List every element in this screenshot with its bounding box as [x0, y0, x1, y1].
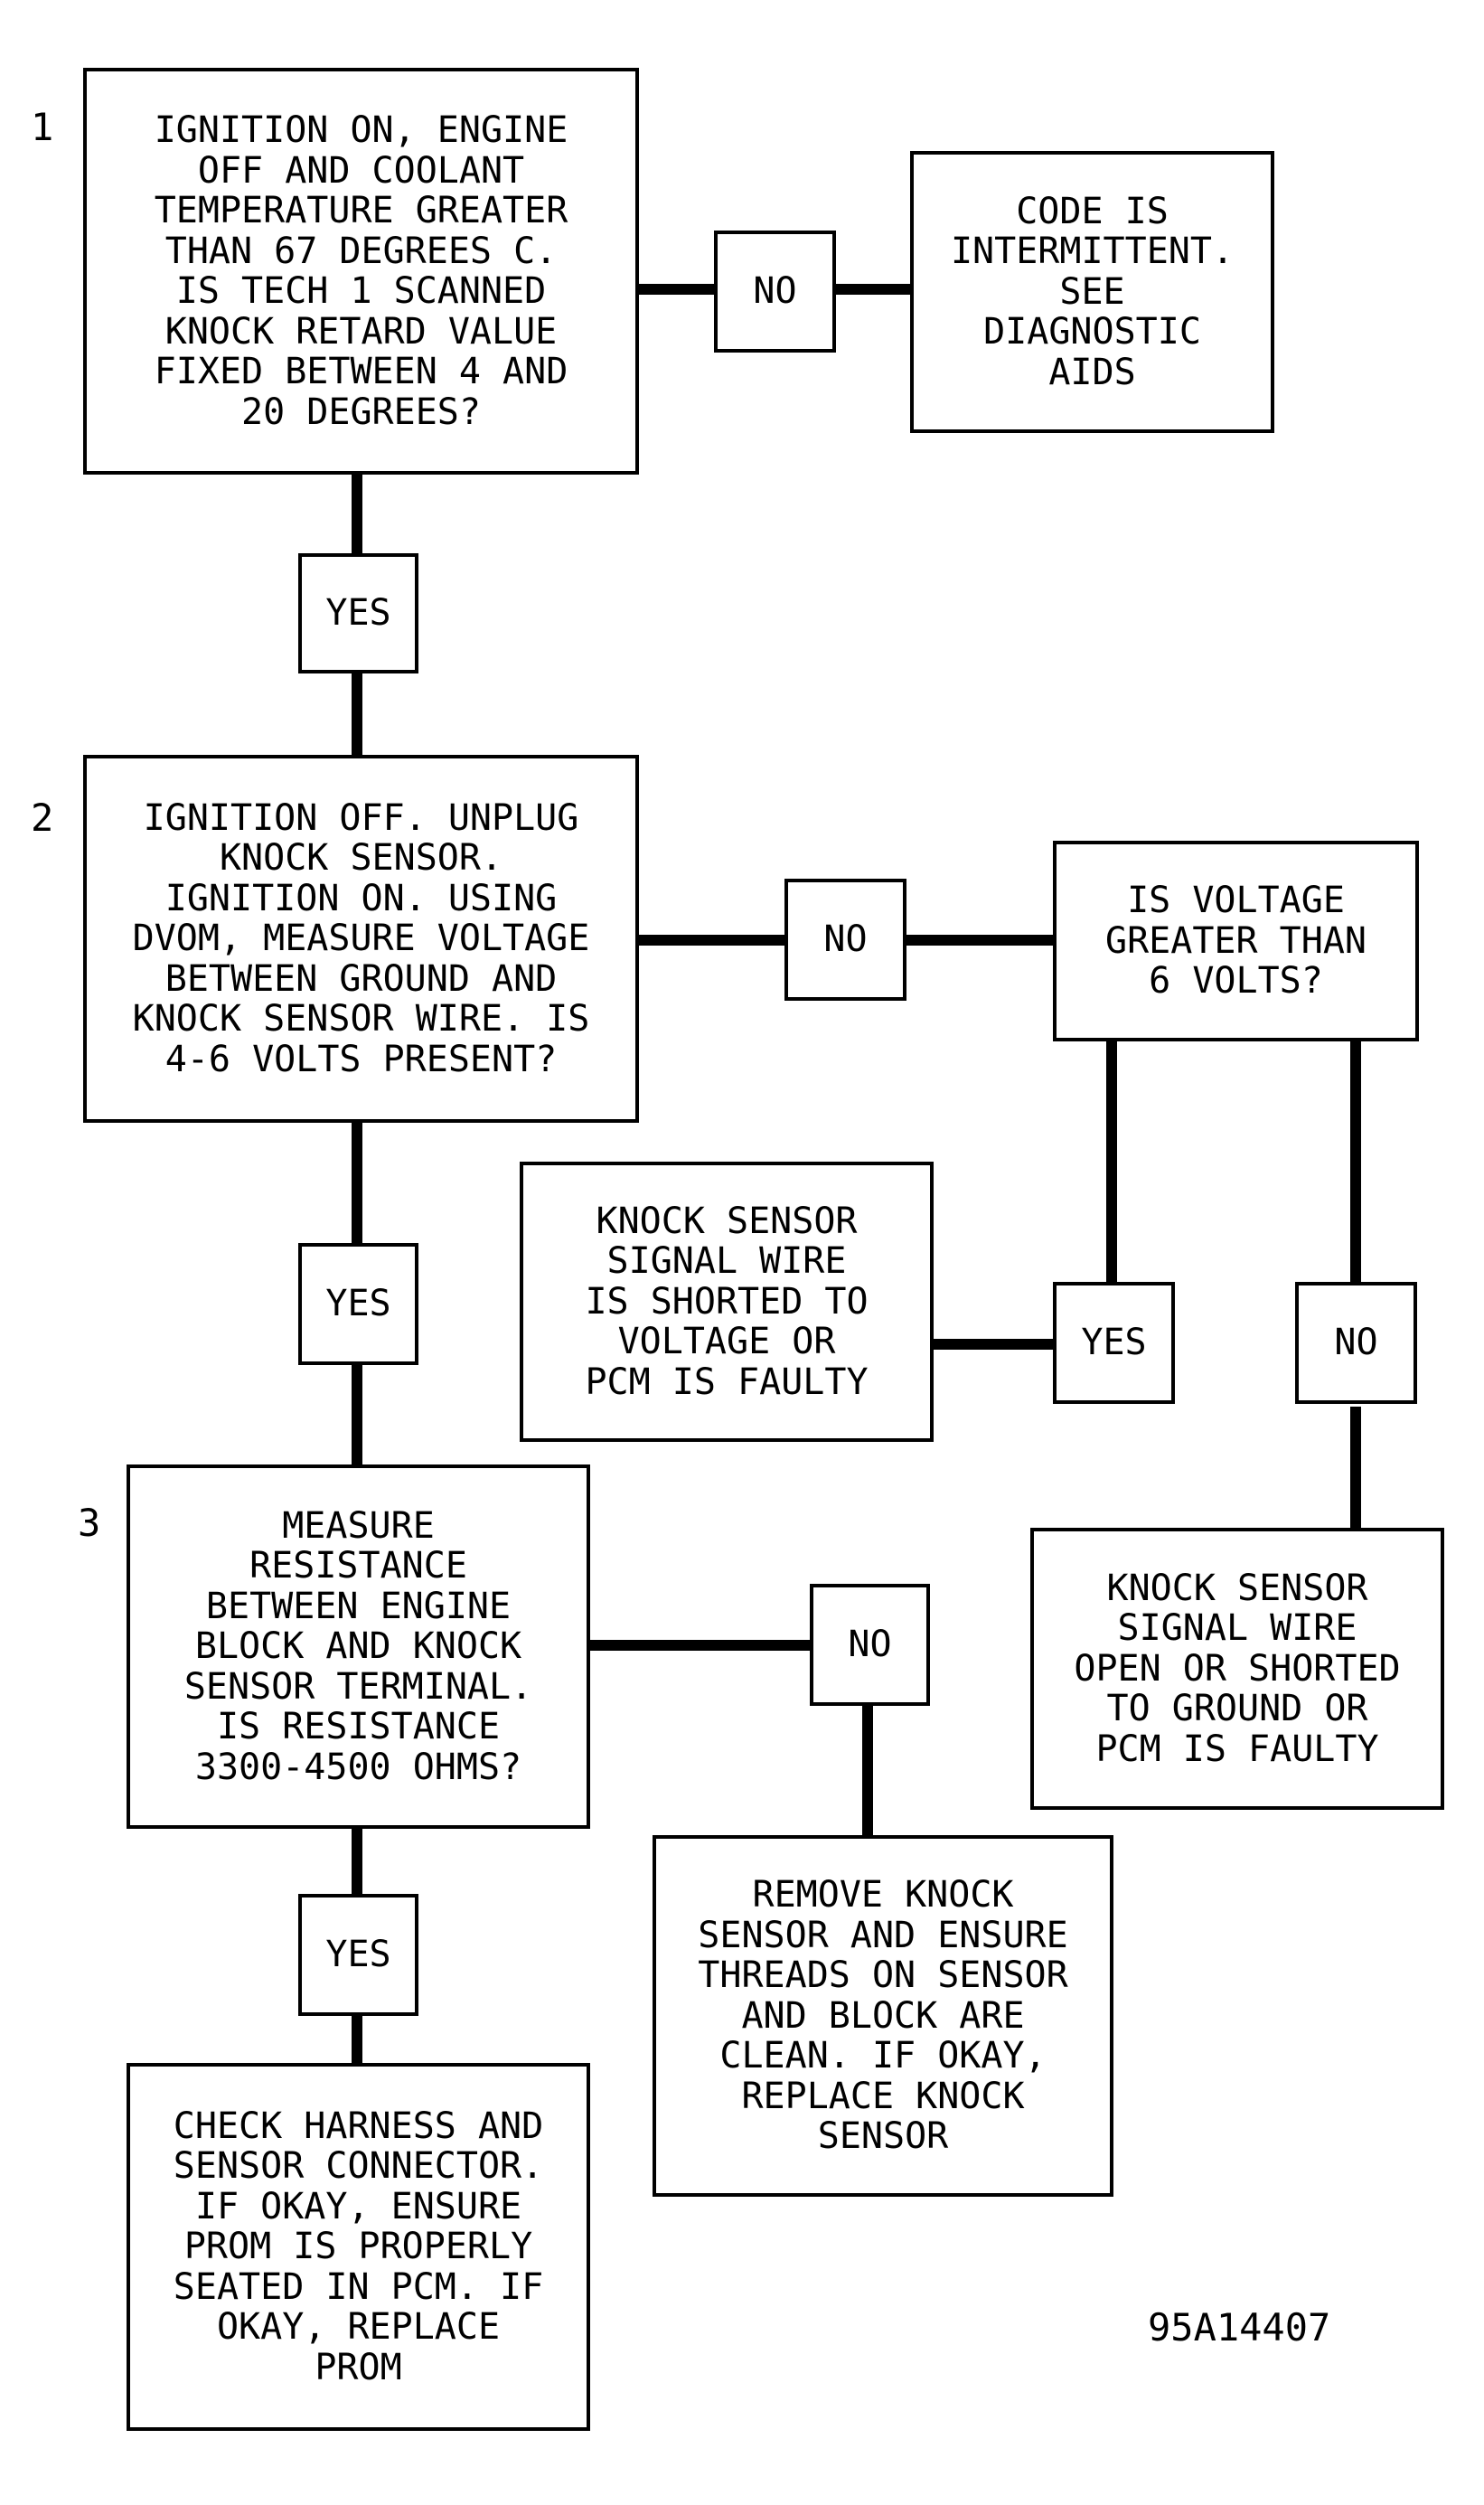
- no-label: NO: [823, 918, 868, 961]
- step-number-3: 3: [78, 1501, 101, 1545]
- no-label: NO: [848, 1624, 892, 1666]
- yes-label: YES: [325, 1283, 391, 1325]
- result-box-intermittent: CODE IS INTERMITTENT. SEE DIAGNOSTIC AID…: [910, 151, 1274, 433]
- decision-text: MEASURE RESISTANCE BETWEEN ENGINE BLOCK …: [183, 1504, 533, 1788]
- decision-box-measure-voltage: IGNITION OFF. UNPLUG KNOCK SENSOR. IGNIT…: [83, 755, 639, 1123]
- result-text: CHECK HARNESS AND SENSOR CONNECTOR. IF O…: [173, 2105, 544, 2388]
- yes-label-box: YES: [1053, 1282, 1175, 1404]
- yes-label: YES: [325, 1934, 391, 1976]
- result-box-shorted-to-voltage: KNOCK SENSOR SIGNAL WIRE IS SHORTED TO V…: [520, 1162, 934, 1442]
- yes-label-box: YES: [298, 553, 418, 673]
- result-text: KNOCK SENSOR SIGNAL WIRE OPEN OR SHORTED…: [1074, 1567, 1401, 1770]
- step-number-2: 2: [31, 796, 54, 840]
- result-text: REMOVE KNOCK SENSOR AND ENSURE THREADS O…: [698, 1874, 1068, 2158]
- figure-id: 95A14407: [1148, 2305, 1331, 2350]
- result-box-check-harness: CHECK HARNESS AND SENSOR CONNECTOR. IF O…: [127, 2063, 590, 2431]
- step-number-1: 1: [31, 105, 54, 149]
- result-box-open-or-shorted: KNOCK SENSOR SIGNAL WIRE OPEN OR SHORTED…: [1030, 1528, 1444, 1810]
- decision-box-coolant-knock-retard: IGNITION ON, ENGINE OFF AND COOLANT TEMP…: [83, 68, 639, 475]
- yes-label: YES: [325, 592, 391, 635]
- result-text: KNOCK SENSOR SIGNAL WIRE IS SHORTED TO V…: [585, 1200, 869, 1403]
- decision-box-voltage-greater: IS VOLTAGE GREATER THAN 6 VOLTS?: [1053, 841, 1419, 1041]
- decision-text: IGNITION OFF. UNPLUG KNOCK SENSOR. IGNIT…: [132, 796, 590, 1080]
- result-text: CODE IS INTERMITTENT. SEE DIAGNOSTIC AID…: [950, 190, 1235, 393]
- yes-label-box: YES: [298, 1243, 418, 1365]
- decision-text: IS VOLTAGE GREATER THAN 6 VOLTS?: [1105, 880, 1367, 1003]
- no-label-box: NO: [784, 879, 906, 1001]
- no-label-box: NO: [714, 231, 836, 353]
- result-box-remove-sensor: REMOVE KNOCK SENSOR AND ENSURE THREADS O…: [653, 1835, 1113, 2197]
- decision-text: IGNITION ON, ENGINE OFF AND COOLANT TEMP…: [154, 109, 568, 433]
- no-label-box: NO: [810, 1584, 930, 1706]
- yes-label-box: YES: [298, 1894, 418, 2016]
- decision-box-measure-resistance: MEASURE RESISTANCE BETWEEN ENGINE BLOCK …: [127, 1464, 590, 1829]
- no-label: NO: [1334, 1322, 1378, 1364]
- no-label: NO: [753, 270, 797, 313]
- no-label-box: NO: [1295, 1282, 1417, 1404]
- yes-label: YES: [1081, 1322, 1147, 1364]
